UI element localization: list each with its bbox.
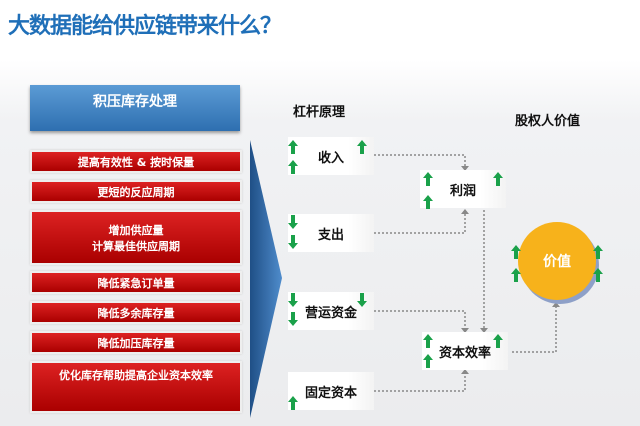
list-item: 降低加压库存量 (30, 331, 242, 354)
arrow-down-icon (357, 293, 367, 307)
list-item: 更短的反应周期 (30, 180, 242, 203)
profit-box: 利润 (420, 170, 506, 208)
arrow-down-icon (288, 293, 298, 307)
list-item: 提高有效性 & 按时保量 (30, 150, 242, 173)
list-item: 优化库存帮助提高企业资本效率 (30, 361, 242, 413)
list-item: 降低多余库存量 (30, 301, 242, 324)
arrow-up-icon (493, 334, 503, 348)
expense-box: 支出 (288, 214, 374, 252)
leverage-label: 杠杆原理 (293, 105, 346, 120)
arrow-down-icon (288, 312, 298, 326)
arrow-down-icon (288, 215, 298, 229)
arrow-up-icon (288, 396, 298, 410)
page-title: 大数据能给供应链带来什么？ (8, 14, 282, 39)
arrow-up-icon (593, 245, 603, 259)
arrow-up-icon (593, 268, 603, 282)
shareholder-value-label: 股权人价值 (515, 114, 581, 129)
arrow-up-icon (357, 140, 367, 154)
arrow-up-icon (423, 195, 433, 209)
fixed-capital-box: 固定资本 (288, 372, 374, 410)
arrow-up-icon (423, 354, 433, 368)
arrow-up-icon (288, 140, 298, 154)
arrow-up-icon (511, 268, 521, 282)
arrow-down-icon (288, 235, 298, 249)
list-item: 降低紧急订单量 (30, 271, 242, 294)
arrow-up-icon (511, 245, 521, 259)
arrow-up-icon (288, 160, 298, 174)
arrow-up-icon (423, 334, 433, 348)
section-header: 积压库存处理 (30, 85, 240, 131)
working-capital-box: 营运资金 (288, 292, 374, 330)
list-item-line: 计算最佳供应周期 (92, 239, 180, 253)
value-circle: 价值 (518, 222, 596, 300)
list-item-line: 增加供应量 (108, 223, 164, 237)
list-item: 增加供应量计算最佳供应周期 (30, 210, 242, 265)
capital-efficiency-box: 资本效率 (422, 332, 508, 370)
arrow-up-icon (423, 172, 433, 186)
chevron-shape (250, 140, 282, 418)
arrow-up-icon (493, 172, 503, 186)
